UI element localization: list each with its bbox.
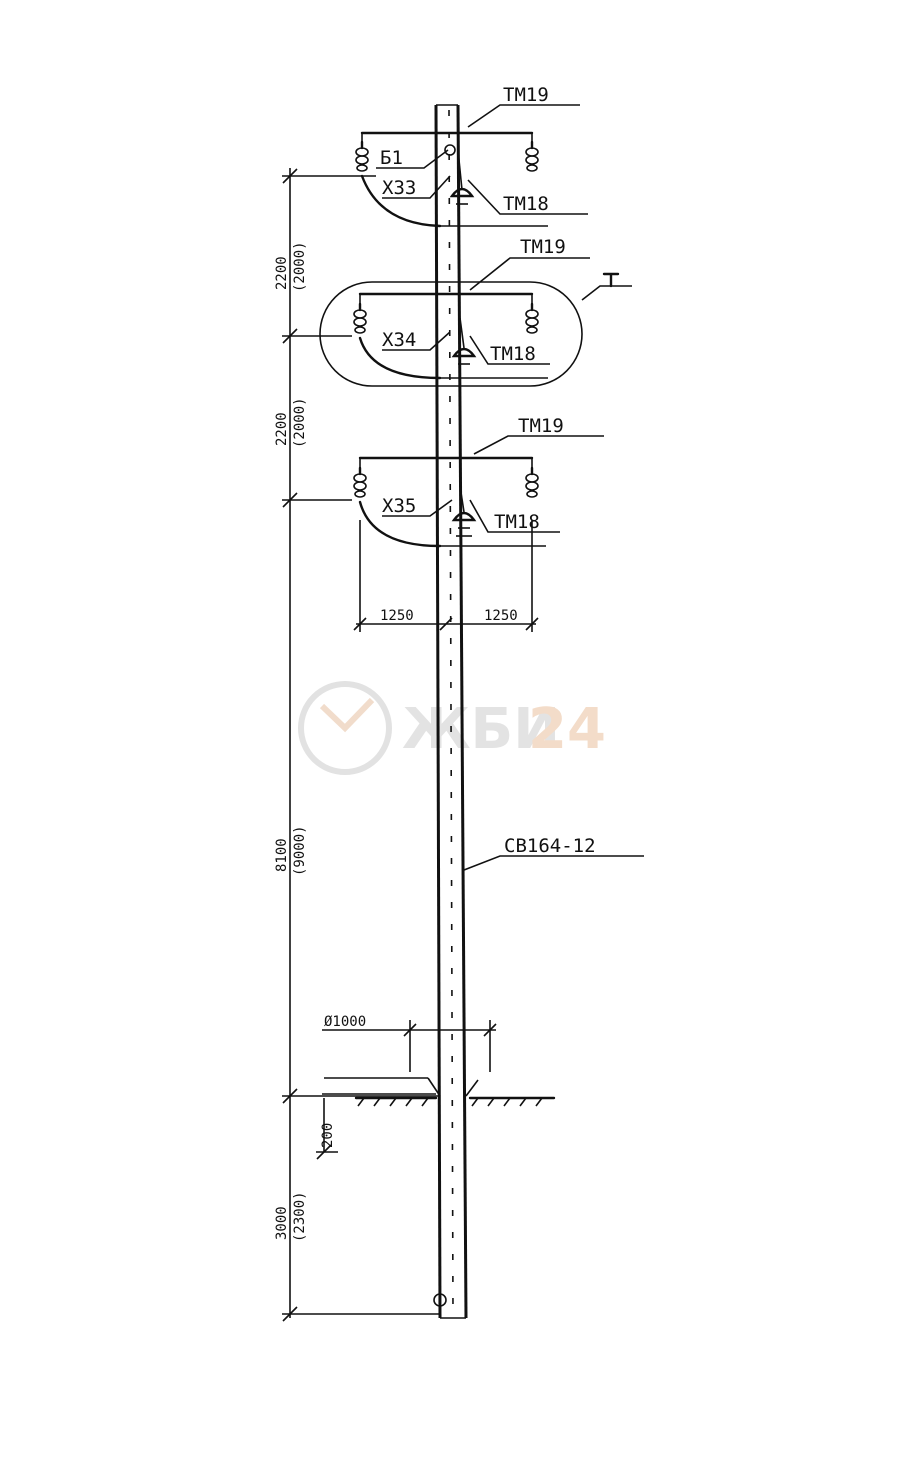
label-tm19-mid: ТМ19	[520, 236, 566, 258]
highlight-outline	[319, 281, 583, 387]
label-tm19-low: ТМ19	[518, 415, 564, 437]
leader-tm19-low	[473, 435, 604, 455]
leader-tm19-mid	[469, 257, 590, 291]
dim-half-span-left: 1250	[380, 608, 414, 624]
label-x35: Х35	[382, 495, 416, 517]
insulator-icon	[353, 302, 367, 334]
label-pole: СВ164-12	[504, 835, 596, 857]
section-marker-icon	[602, 272, 620, 288]
crossarm-top: ТМ19 ТМ18 Б1 Х33	[355, 84, 588, 228]
pole-axis	[448, 109, 454, 1313]
pole	[433, 104, 468, 1319]
dim-depth: 3000	[274, 1206, 290, 1240]
dim-mid-spacing-alt: (2000)	[292, 397, 308, 448]
leader-x33	[382, 175, 451, 199]
wire-x33	[360, 174, 442, 228]
wire-x34	[358, 336, 442, 380]
dim-top-spacing-alt: (2000)	[292, 241, 308, 292]
watermark-logo-ring	[298, 681, 392, 775]
ground	[322, 1077, 556, 1107]
dim-depth-alt: (2300)	[292, 1191, 308, 1242]
pole-base-mark	[433, 1293, 447, 1307]
leader-section-mark	[581, 285, 632, 301]
insulator-icon	[525, 466, 539, 498]
dim-hole-diameter: Ø1000	[324, 1014, 366, 1030]
hole-diameter: Ø1000	[322, 1014, 497, 1072]
insulator-icon	[449, 149, 475, 205]
leader-tm18-top	[467, 179, 588, 215]
pole-right-edge	[456, 104, 468, 1319]
dim-ground-height: 8100	[274, 838, 290, 872]
leader-pole	[463, 855, 644, 871]
watermark-brand: ЖБИ	[402, 697, 560, 762]
insulator-icon	[451, 317, 477, 365]
pole-left-edge	[434, 104, 442, 1319]
ground-hatch	[357, 1097, 543, 1107]
leader-x35	[382, 499, 453, 517]
leader-x34	[382, 331, 451, 351]
wire-x35	[358, 500, 442, 548]
leader-tm19-top	[467, 104, 580, 128]
crossarm-lower: ТМ19 ТМ18 Х35 1250 1250	[353, 415, 604, 632]
label-tm18-low: ТМ18	[494, 511, 540, 533]
insulator-icon	[355, 140, 369, 172]
label-b1: Б1	[380, 147, 403, 169]
insulator-icon	[525, 140, 539, 172]
dim-mid-spacing: 2200	[274, 412, 290, 446]
insulator-icon	[451, 485, 477, 537]
label-tm19-top: ТМ19	[503, 84, 549, 106]
dim-offset-200: 200	[320, 1123, 336, 1148]
leader-b1	[376, 149, 449, 169]
watermark-number: 24	[528, 697, 606, 762]
vertical-dimension-chain: 2200 (2000) 2200 (2000) 8100 (9000) 3000…	[274, 168, 440, 1322]
label-tm18-top: ТМ18	[503, 193, 549, 215]
label-x33: Х33	[382, 177, 416, 199]
leader-tm18-low	[469, 499, 560, 533]
insulator-icon	[525, 302, 539, 334]
backfill-mound	[427, 1077, 479, 1097]
dim-top-spacing: 2200	[274, 256, 290, 290]
label-tm18-mid: ТМ18	[490, 343, 536, 365]
dim-half-span-right: 1250	[484, 608, 518, 624]
dim-ground-height-alt: (9000)	[292, 825, 308, 876]
leader-tm18-mid	[469, 335, 550, 365]
clamp-icon	[444, 144, 456, 156]
label-x34: Х34	[382, 329, 416, 351]
crossarm-middle: ТМ19 ТМ18 Х34	[319, 236, 632, 387]
insulator-icon	[353, 466, 367, 498]
watermark-logo-check	[319, 697, 375, 733]
watermark: ЖБИ 24	[298, 681, 606, 775]
